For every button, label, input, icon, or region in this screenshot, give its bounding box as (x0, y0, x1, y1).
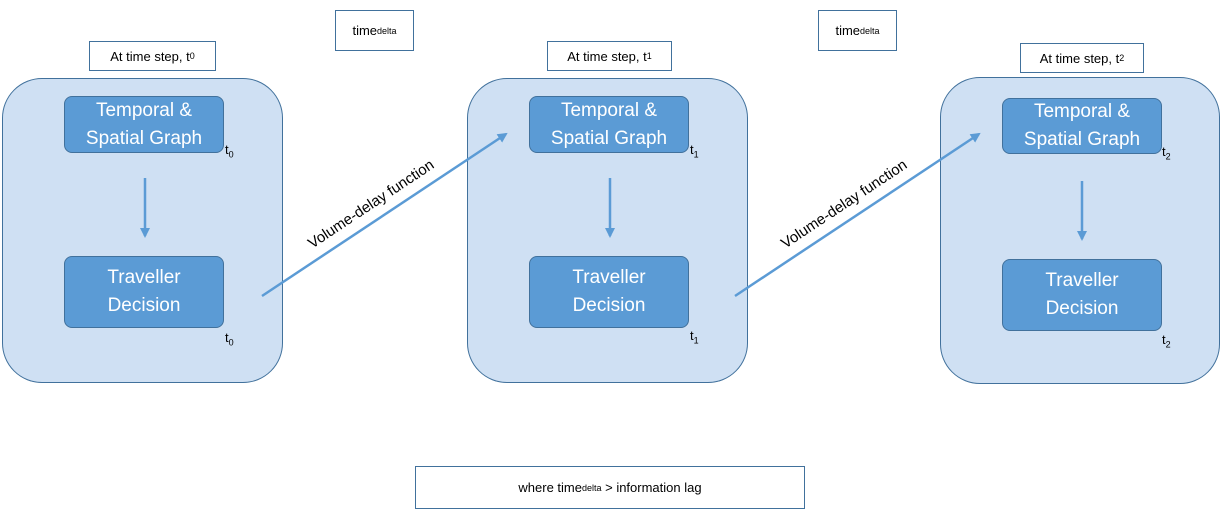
volume-delay-label-1: Volume-delay function (305, 156, 438, 253)
decision-line2: Decision (107, 295, 181, 316)
footnote-sub: delta (581, 482, 602, 493)
decision-tag-sub: 1 (693, 335, 699, 346)
decision-line2: Decision (572, 295, 646, 316)
time-delta-base: time (352, 23, 378, 38)
graph-line1: Temporal & (1033, 101, 1131, 122)
graph-line2: Spatial Graph (85, 127, 203, 149)
volume-delay-label-2: Volume-delay function (778, 156, 911, 253)
graph-tag-sub: 2 (1165, 151, 1171, 162)
decision-line1: Traveller (1045, 270, 1119, 291)
time-delta-sub: delta (377, 25, 397, 36)
decision-tag-sub: 0 (228, 337, 234, 348)
decision-line2: Decision (1045, 298, 1119, 319)
stage-header-sub: 2 (1119, 53, 1125, 63)
graph-tag-sub: 0 (228, 149, 234, 160)
graph-time-tag-t2: t2 (1162, 144, 1171, 162)
graph-line1: Temporal & (95, 99, 193, 121)
graph-tag-sub: 1 (693, 149, 699, 160)
temporal-spatial-graph-node-t1: Temporal & Spatial Graph (529, 96, 689, 153)
decision-line1: Traveller (107, 267, 181, 288)
decision-time-tag-t1: t1 (690, 328, 699, 346)
footnote-prefix: where time (518, 480, 582, 495)
decision-tag-sub: 2 (1165, 339, 1171, 350)
graph-tag: t (225, 142, 229, 157)
decision-tag: t (1162, 332, 1166, 347)
graph-tag: t (1162, 144, 1166, 159)
stage-header-text: At time step, t (1039, 50, 1120, 66)
graph-line2: Spatial Graph (1023, 129, 1141, 150)
traveller-decision-node-t0: Traveller Decision (64, 256, 224, 328)
decision-time-tag-t0: t0 (225, 330, 234, 348)
graph-time-tag-t1: t1 (690, 142, 699, 160)
stage-header-text: At time step, t (110, 48, 190, 64)
graph-line1: Temporal & (560, 99, 658, 121)
traveller-decision-node-t2: Traveller Decision (1002, 259, 1162, 331)
decision-tag: t (690, 328, 694, 343)
decision-tag: t (225, 330, 229, 345)
stage-header-text: At time step, t (567, 48, 647, 64)
graph-time-tag-t0: t0 (225, 142, 234, 160)
temporal-spatial-graph-node-t2: Temporal & Spatial Graph (1002, 98, 1162, 154)
footnote-suffix: > information lag (601, 480, 702, 495)
stage-header-sub: 1 (646, 51, 652, 61)
stage-header-sub: 0 (189, 51, 195, 61)
traveller-decision-node-t1: Traveller Decision (529, 256, 689, 328)
time-delta-sub: delta (860, 25, 880, 36)
graph-tag: t (690, 142, 694, 157)
time-delta-base: time (835, 23, 861, 38)
decision-line1: Traveller (572, 267, 646, 288)
temporal-spatial-graph-node-t0: Temporal & Spatial Graph (64, 96, 224, 153)
graph-line2: Spatial Graph (550, 127, 668, 149)
decision-time-tag-t2: t2 (1162, 332, 1171, 350)
